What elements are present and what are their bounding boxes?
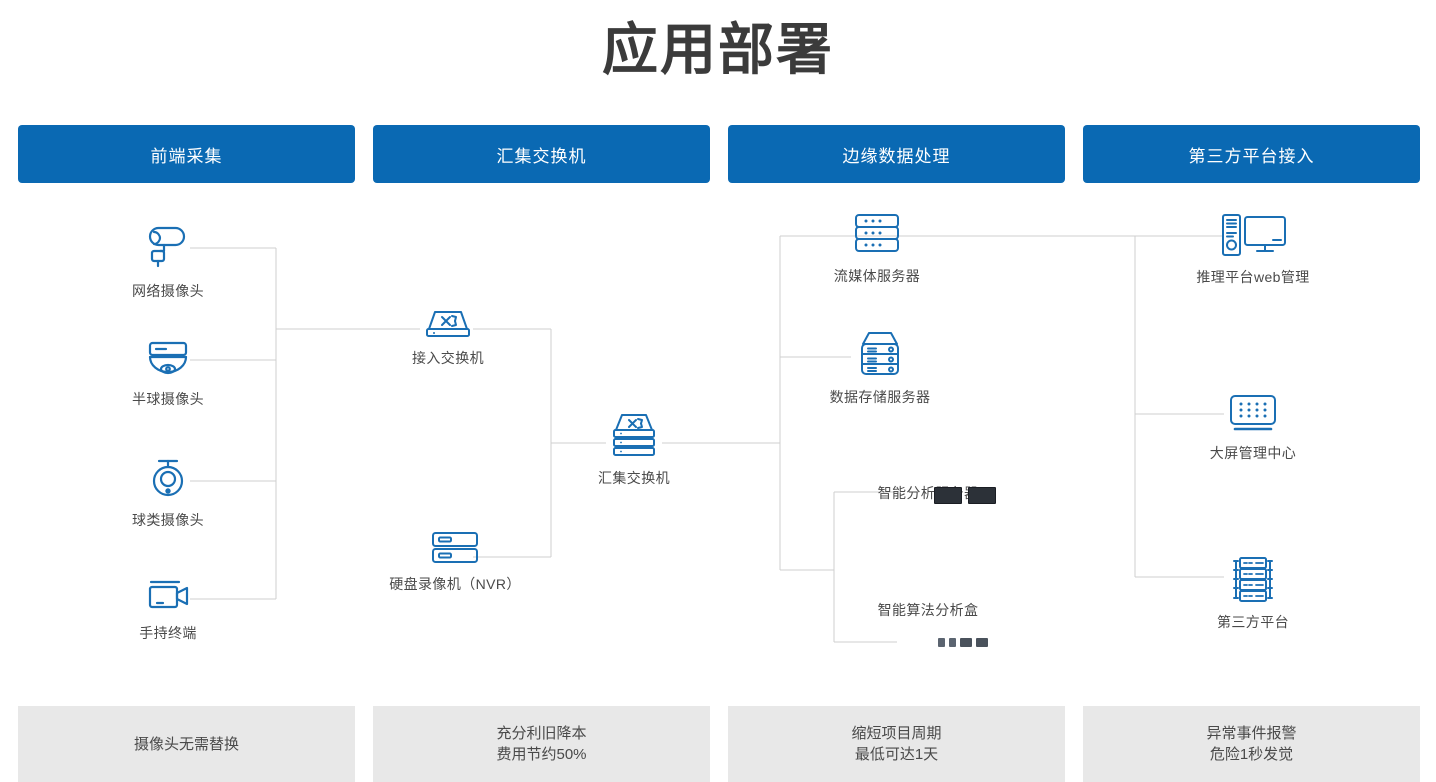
benefit-line-1: 缩短项目周期 xyxy=(851,725,942,742)
node-network-camera[interactable]: 网络摄像头 xyxy=(123,222,213,301)
node-label: 流媒体服务器 xyxy=(833,268,921,284)
page-title: 应用部署 xyxy=(602,18,834,81)
rack-server-icon xyxy=(848,211,906,259)
node-analysis-server[interactable]: 智能分析服务器 xyxy=(870,476,986,503)
node-label: 智能分析服务器 xyxy=(877,485,979,501)
benefit-line-2: 费用节约50% xyxy=(496,746,587,763)
benefit-line-1: 摄像头无需替换 xyxy=(133,735,239,753)
node-web-management[interactable]: 推理平台web管理 xyxy=(1178,212,1328,287)
benefit-line-2: 危险1秒发觉 xyxy=(1209,746,1294,763)
node-label: 硬盘录像机（NVR） xyxy=(389,576,521,592)
benefit-line-1: 异常事件报警 xyxy=(1206,725,1297,742)
node-nvr[interactable]: 硬盘录像机（NVR） xyxy=(385,529,525,594)
node-handheld-terminal[interactable]: 手持终端 xyxy=(123,576,213,643)
benefit-line-1: 充分利旧降本 xyxy=(496,725,587,742)
node-ptz-camera[interactable]: 球类摄像头 xyxy=(123,455,213,530)
switch-icon xyxy=(417,305,479,341)
node-label: 汇集交换机 xyxy=(598,470,670,486)
node-screen-center[interactable]: 大屏管理中心 xyxy=(1198,392,1308,463)
node-label: 数据存储服务器 xyxy=(829,389,931,405)
bullet-camera-icon xyxy=(140,222,196,274)
benefit-box-event-alarm: 异常事件报警 危险1秒发觉 xyxy=(1083,706,1420,782)
node-label: 推理平台web管理 xyxy=(1196,269,1310,285)
node-label: 智能算法分析盒 xyxy=(877,602,979,618)
node-storage-server[interactable]: 数据存储服务器 xyxy=(825,330,935,407)
video-wall-icon xyxy=(1225,392,1281,436)
column-header-edge-data-processing: 边缘数据处理 xyxy=(728,125,1065,183)
node-label: 第三方平台 xyxy=(1217,614,1289,630)
node-dome-camera[interactable]: 半球摄像头 xyxy=(123,338,213,409)
stacked-switch-icon xyxy=(603,411,665,461)
nvr-icon xyxy=(424,529,486,567)
benefit-line-2: 最低可达1天 xyxy=(854,746,939,763)
column-header-front-end-collection: 前端采集 xyxy=(18,125,355,183)
benefit-box-cost-saving: 充分利旧降本 费用节约50% xyxy=(373,706,710,782)
node-algorithm-box[interactable]: 智能算法分析盒 xyxy=(870,600,988,647)
node-label: 手持终端 xyxy=(139,625,197,641)
column-header-aggregation-switch: 汇集交换机 xyxy=(373,125,710,183)
node-label: 大屏管理中心 xyxy=(1209,445,1297,461)
node-label: 接入交换机 xyxy=(412,350,484,366)
benefit-box-camera-reuse: 摄像头无需替换 xyxy=(18,706,355,782)
node-access-switch[interactable]: 接入交换机 xyxy=(393,305,503,368)
node-aggregation-switch[interactable]: 汇集交换机 xyxy=(579,411,689,488)
handheld-camcorder-icon xyxy=(139,576,197,616)
column-header-third-party-access: 第三方平台接入 xyxy=(1083,125,1420,183)
ptz-camera-icon xyxy=(140,455,196,503)
node-label: 球类摄像头 xyxy=(132,512,204,528)
dome-camera-icon xyxy=(140,338,196,382)
node-label: 网络摄像头 xyxy=(132,283,204,299)
storage-server-icon xyxy=(851,330,909,380)
desktop-pc-icon xyxy=(1215,212,1291,260)
node-label: 半球摄像头 xyxy=(132,391,204,407)
node-streaming-server[interactable]: 流媒体服务器 xyxy=(822,211,932,286)
benefit-box-project-cycle: 缩短项目周期 最低可达1天 xyxy=(728,706,1065,782)
server-cluster-icon xyxy=(1224,555,1282,605)
node-third-party-platform[interactable]: 第三方平台 xyxy=(1198,555,1308,632)
